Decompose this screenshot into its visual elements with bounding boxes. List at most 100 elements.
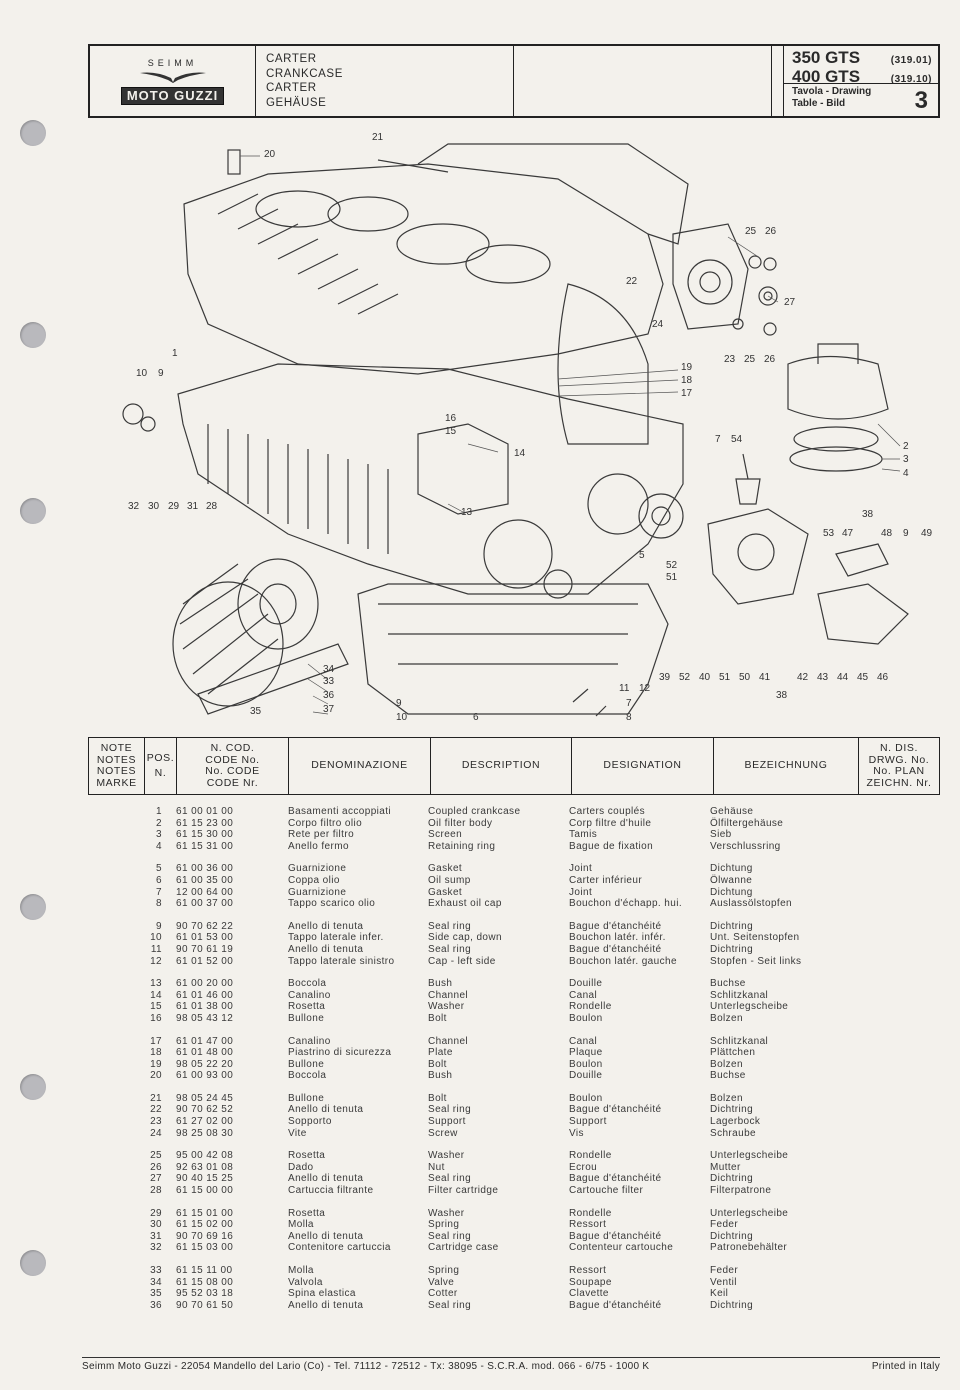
cell-de: Dichtring	[710, 1299, 754, 1311]
exploded-view-drawing: 20 21 25 26 27 22 24 23 25 26 1 10 9 19 …	[122, 132, 933, 723]
binder-hole	[20, 1074, 46, 1100]
cell-pos: 15	[150, 1001, 162, 1013]
cell-code: 61 01 48 00	[176, 1047, 234, 1059]
cell-en: Screen	[428, 829, 463, 841]
cell-de: Gehäuse	[710, 806, 754, 817]
cell-fr: Bague d'étanchéité	[569, 920, 662, 932]
cell-en: Bush	[428, 978, 453, 990]
cell-fr: Rondelle	[569, 1207, 612, 1219]
cell-de: Ölwanne	[710, 874, 753, 886]
plate-number: 3	[914, 87, 928, 114]
title-en: CRANKCASE	[266, 67, 343, 80]
cell-en: Seal ring	[428, 920, 472, 932]
cell-en: Gasket	[428, 886, 463, 898]
callout-label: 41	[759, 672, 771, 683]
cell-code: 61 15 02 00	[176, 1219, 234, 1231]
cell-en: Spring	[428, 1265, 460, 1276]
cell-de: Dichtung	[710, 863, 753, 875]
cell-code: 90 40 15 25	[176, 1173, 234, 1185]
cell-fr: Rondelle	[569, 1150, 612, 1162]
cell-it: Bullone	[288, 1058, 325, 1070]
cell-fr: Bague d'étanchéité	[569, 943, 662, 955]
cell-en: Washer	[428, 1001, 465, 1013]
cell-it: Tappo laterale sinistro	[288, 955, 395, 967]
cell-fr: Carter inférieur	[569, 874, 643, 886]
cell-fr: Douille	[569, 1070, 603, 1082]
callout-label: 13	[461, 507, 473, 518]
cell-it: Basamenti accoppiati	[288, 806, 392, 817]
cell-code: 61 00 20 00	[176, 978, 234, 990]
cell-code: 90 70 69 16	[176, 1230, 234, 1242]
cell-pos: 11	[150, 943, 162, 955]
cell-it: Rosetta	[288, 1207, 326, 1219]
cell-de: Keil	[710, 1288, 729, 1300]
cell-de: Dichtring	[710, 1104, 754, 1116]
pump-gear	[638, 493, 684, 539]
cell-fr: Corp filtre d'huile	[569, 817, 652, 829]
cell-fr: Rondelle	[569, 1001, 612, 1013]
callout-label: 23	[724, 354, 736, 365]
cell-it: Canalino	[288, 1035, 331, 1047]
callout-label: 52	[666, 560, 678, 571]
cell-pos: 7	[156, 886, 162, 898]
callout-label: 33	[323, 676, 335, 687]
cell-code: 61 01 38 00	[176, 1001, 234, 1013]
cell-de: Buchse	[710, 978, 746, 990]
model-code: (319.10)	[890, 74, 932, 85]
callout-label: 6	[473, 712, 479, 723]
callout-label: 22	[626, 276, 638, 287]
cell-it: Anello di tenuta	[288, 920, 364, 932]
cell-code: 61 15 00 00	[176, 1185, 234, 1197]
callout-label: 38	[776, 690, 788, 701]
callout-label: 50	[739, 672, 751, 683]
binder-hole	[20, 322, 46, 348]
cell-pos: 22	[150, 1104, 162, 1116]
cell-it: Molla	[288, 1265, 314, 1276]
callout-label: 49	[921, 528, 933, 539]
callout-label: 10	[396, 712, 408, 723]
callout-label: 30	[148, 501, 160, 512]
cell-fr: Vis	[569, 1127, 584, 1139]
callout-label: 53	[823, 528, 835, 539]
cell-de: Dichtring	[710, 920, 754, 932]
cell-en: Spring	[428, 1219, 460, 1231]
cell-it: Anello fermo	[288, 840, 349, 852]
col-designation: DESIGNATION	[572, 738, 714, 794]
binder-hole	[20, 120, 46, 146]
cell-en: Seal ring	[428, 943, 472, 955]
cell-en: Nut	[428, 1161, 445, 1173]
callout-label: 4	[903, 468, 909, 479]
model-code: (319.01)	[890, 55, 932, 66]
cell-code: 61 15 30 00	[176, 829, 234, 841]
callout-label: 21	[372, 132, 384, 143]
cell-en: Valve	[428, 1276, 455, 1288]
cell-it: Anello di tenuta	[288, 1104, 364, 1116]
callout-label: 48	[881, 528, 893, 539]
cell-en: Cartridge case	[428, 1242, 499, 1254]
cell-fr: Contenteur cartouche	[569, 1242, 674, 1254]
col-description: DESCRIPTION	[431, 738, 572, 794]
callout-label: 26	[764, 354, 776, 365]
callout-label: 40	[699, 672, 711, 683]
callout-label: 9	[903, 528, 909, 539]
cell-pos: 14	[150, 989, 162, 1001]
cell-code: 61 15 03 00	[176, 1242, 234, 1254]
callout-label: 38	[862, 509, 874, 520]
callout-label: 26	[765, 226, 777, 237]
cell-de: Unterlegscheibe	[710, 1150, 789, 1162]
callout-label: 10	[136, 368, 148, 379]
